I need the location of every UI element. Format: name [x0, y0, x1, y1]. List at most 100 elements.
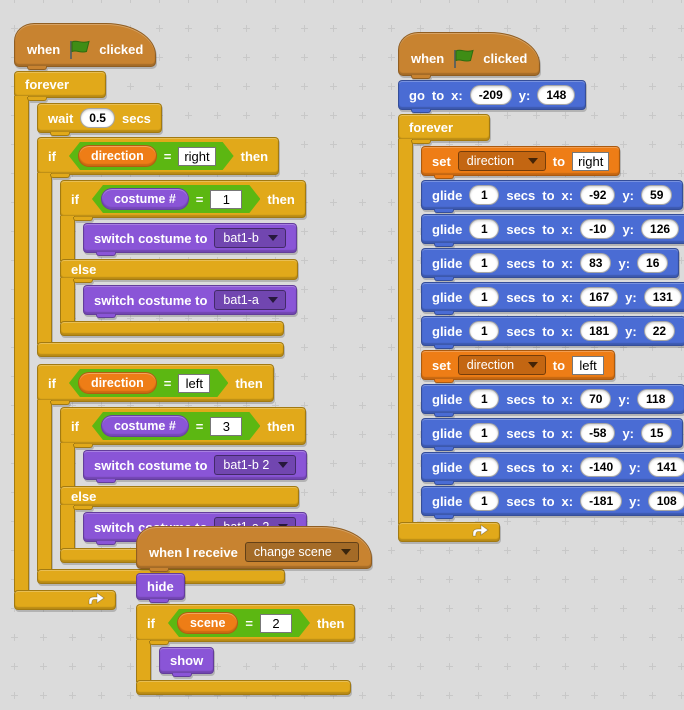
glide-block[interactable]: glide 1 secs to x: 167 y: 131 — [421, 282, 684, 315]
glide-block[interactable]: glide 1 secs to x: -92 y: 59 — [421, 180, 684, 213]
forever-foot[interactable] — [14, 590, 116, 610]
broadcast-dropdown[interactable]: change scene — [244, 542, 359, 562]
glide-block[interactable]: glide 1 secs to x: -58 y: 15 — [421, 418, 684, 451]
switch-costume-block[interactable]: switch costume to bat1-b 2 — [83, 450, 308, 483]
glide-secs-input[interactable]: 1 — [469, 287, 500, 307]
costume-dropdown[interactable]: bat1-a — [214, 290, 286, 310]
glide-secs-input[interactable]: 1 — [469, 219, 500, 239]
glide-block[interactable]: glide 1 secs to x: 70 y: 118 — [421, 384, 684, 417]
wait-secs-input[interactable]: 0.5 — [80, 108, 115, 128]
comparison-input[interactable]: 1 — [210, 190, 242, 209]
glide-y-input[interactable]: 16 — [637, 253, 669, 273]
if-foot[interactable] — [37, 342, 284, 357]
glide-x-input[interactable]: 167 — [580, 287, 619, 307]
comparison-input[interactable]: 2 — [260, 614, 292, 633]
direction-variable[interactable]: direction — [78, 145, 157, 167]
glide-label: glide — [432, 289, 463, 305]
glide-x-input[interactable]: -10 — [580, 219, 616, 239]
if-header[interactable]: if direction = right then — [37, 137, 280, 178]
glide-y-input[interactable]: 131 — [643, 287, 682, 307]
comparison-input[interactable]: left — [178, 374, 210, 393]
go-to-xy-block[interactable]: go to x: -209 y: 148 — [398, 80, 587, 113]
glide-y-input[interactable]: 126 — [641, 219, 680, 239]
glide-secs-input[interactable]: 1 — [469, 457, 500, 477]
if-header[interactable]: if costume # = 3 then — [60, 407, 306, 448]
glide-block[interactable]: glide 1 secs to x: -140 y: 141 — [421, 452, 684, 485]
forever-header[interactable]: forever — [14, 71, 106, 101]
glide-secs-input[interactable]: 1 — [469, 185, 500, 205]
glide-x-input[interactable]: 181 — [580, 321, 619, 341]
y-label: y: — [618, 391, 631, 407]
when-flag-clicked-hat[interactable]: when clicked — [14, 23, 156, 70]
glide-block[interactable]: glide 1 secs to x: 83 y: 16 — [421, 248, 680, 281]
glide-secs-input[interactable]: 1 — [469, 253, 500, 273]
if-foot[interactable] — [136, 680, 352, 695]
glide-y-input[interactable]: 59 — [641, 185, 673, 205]
go-y-input[interactable]: 148 — [537, 85, 576, 105]
wait-block[interactable]: wait 0.5 secs — [37, 103, 162, 136]
go-x-input[interactable]: -209 — [469, 85, 512, 105]
when-flag-clicked-hat[interactable]: when clicked — [398, 32, 540, 79]
glide-x-input[interactable]: -92 — [580, 185, 616, 205]
if-header[interactable]: if direction = left then — [37, 364, 274, 405]
glide-y-input[interactable]: 141 — [647, 457, 684, 477]
costume-number-reporter[interactable]: costume # — [101, 415, 189, 437]
glide-y-input[interactable]: 108 — [647, 491, 684, 511]
if-else-foot[interactable] — [60, 321, 284, 336]
else-bar[interactable]: else — [60, 486, 300, 510]
wait-label: wait — [48, 110, 74, 126]
if-header[interactable]: if scene = 2 then — [136, 604, 356, 645]
forever-header[interactable]: forever — [398, 114, 490, 144]
show-block[interactable]: show — [159, 647, 215, 677]
to-label: to — [542, 255, 555, 271]
forever-foot[interactable] — [398, 522, 500, 542]
forever-block[interactable]: forever set direction to right glide 1 s… — [398, 114, 684, 542]
hide-block[interactable]: hide — [136, 573, 185, 603]
else-bar[interactable]: else — [60, 259, 298, 283]
comparison-input[interactable]: 3 — [210, 417, 242, 436]
glide-secs-input[interactable]: 1 — [469, 423, 500, 443]
dropdown-arrow-icon — [527, 362, 538, 368]
glide-x-input[interactable]: 70 — [580, 389, 612, 409]
glide-y-input[interactable]: 118 — [637, 389, 675, 409]
glide-x-input[interactable]: -140 — [580, 457, 623, 477]
glide-x-input[interactable]: 83 — [580, 253, 612, 273]
set-value-input[interactable]: left — [572, 355, 605, 375]
comparison-input[interactable]: right — [178, 147, 215, 166]
if-direction-right-block[interactable]: if direction = right then if costu — [37, 137, 306, 357]
glide-secs-input[interactable]: 1 — [469, 321, 500, 341]
glide-block[interactable]: glide 1 secs to x: -10 y: 126 — [421, 214, 684, 247]
glide-block[interactable]: glide 1 secs to x: -181 y: 108 — [421, 486, 684, 519]
if-else-costume1-block[interactable]: if costume # = 1 then switch costume to — [60, 180, 306, 336]
equals-operator[interactable]: direction = right — [69, 142, 234, 170]
equals-operator[interactable]: scene = 2 — [168, 609, 310, 637]
glide-y-input[interactable]: 15 — [641, 423, 673, 443]
set-value-input[interactable]: right — [572, 151, 610, 171]
set-variable-block[interactable]: set direction to right — [421, 146, 621, 179]
x-label: x: — [561, 425, 574, 441]
glide-secs-input[interactable]: 1 — [469, 389, 500, 409]
variable-dropdown[interactable]: direction — [457, 151, 546, 171]
costume-dropdown[interactable]: bat1-b 2 — [214, 455, 297, 475]
equals-operator[interactable]: direction = left — [69, 369, 228, 397]
variable-dropdown[interactable]: direction — [457, 355, 546, 375]
glide-x-input[interactable]: -58 — [580, 423, 616, 443]
costume-dropdown[interactable]: bat1-b — [214, 228, 286, 248]
glide-secs-input[interactable]: 1 — [469, 491, 500, 511]
equals-operator[interactable]: costume # = 3 — [92, 412, 260, 440]
direction-variable[interactable]: direction — [78, 372, 157, 394]
switch-costume-block[interactable]: switch costume to bat1-a — [83, 285, 297, 318]
scene-variable[interactable]: scene — [177, 612, 238, 634]
glide-y-input[interactable]: 22 — [643, 321, 676, 341]
glide-x-input[interactable]: -181 — [580, 491, 623, 511]
costume-number-reporter[interactable]: costume # — [101, 188, 189, 210]
glide-block[interactable]: glide 1 secs to x: 181 y: 22 — [421, 316, 684, 349]
equals-operator[interactable]: costume # = 1 — [92, 185, 260, 213]
if-header[interactable]: if costume # = 1 then — [60, 180, 306, 221]
glide-label: glide — [432, 187, 463, 203]
set-variable-block[interactable]: set direction to left — [421, 350, 616, 383]
if-scene-block[interactable]: if scene = 2 then show — [136, 604, 356, 695]
switch-costume-block[interactable]: switch costume to bat1-b — [83, 223, 297, 256]
when-receive-hat[interactable]: when I receive change scene — [136, 526, 372, 572]
